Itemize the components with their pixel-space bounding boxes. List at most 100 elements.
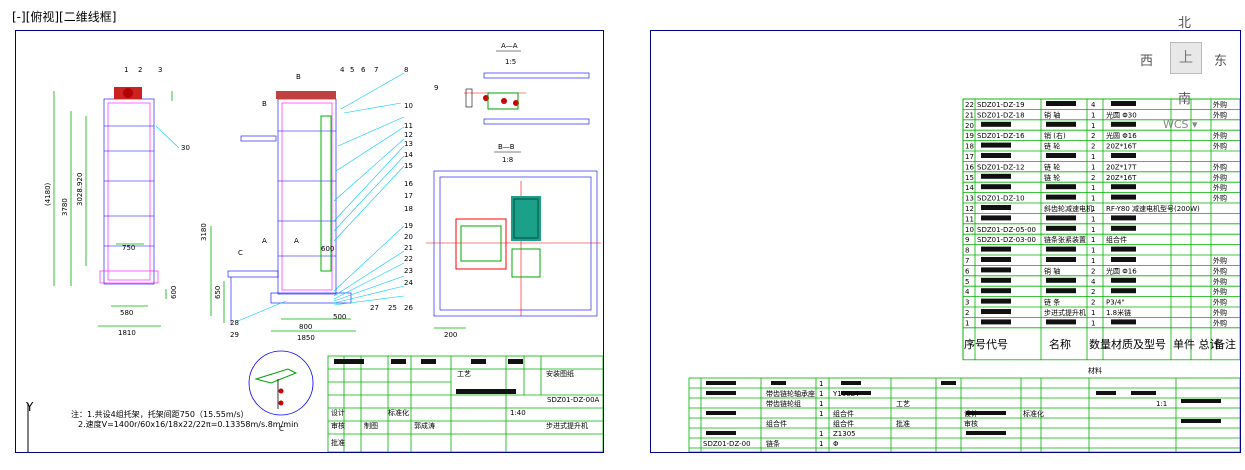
leader-label: 18 — [404, 205, 413, 213]
bom-qty: 1 — [1091, 215, 1095, 223]
bom-qty: 1 — [1091, 309, 1095, 317]
viewcube-top-face[interactable]: 上 — [1170, 42, 1202, 74]
leader-label: 17 — [404, 192, 413, 200]
drawing-sheet-left[interactable]: (4180) 3780 3028.920 1810 580 750 600 1 … — [15, 30, 604, 453]
section-title: B—B — [498, 143, 515, 151]
bom-no: 13 — [965, 195, 974, 203]
dim-label: 750 — [122, 244, 135, 252]
bom-qty: 1 — [1091, 195, 1095, 203]
bom-name: 链 条 — [1044, 298, 1060, 307]
view-mark: B — [296, 73, 301, 81]
bom-name: 链 轮 — [1044, 142, 1060, 151]
dim-label: 1810 — [118, 329, 136, 337]
bom-remark: 外购 — [1213, 173, 1227, 182]
bom-code: SDZ01-DZ-18 — [977, 111, 1025, 119]
svg-text:Y: Y — [25, 400, 34, 414]
title-cell: Y100L4 — [832, 390, 860, 398]
bom-remark: 外购 — [1213, 142, 1227, 151]
side-view: 3180 650 800 500 1850 600 A A C B B 4 5 … — [200, 66, 438, 342]
bom-no: 15 — [965, 174, 974, 182]
leader-label: 3 — [158, 66, 162, 74]
bom-header-cell: 材质及型号 — [1111, 337, 1166, 351]
bom-name: 步进式提升机 — [1044, 308, 1086, 317]
bom-code: SDZ01-DZ-10 — [977, 195, 1025, 203]
leader-label: 28 — [230, 319, 239, 327]
bom-no: 6 — [965, 267, 970, 275]
leader-label: 13 — [404, 140, 413, 148]
bom-no: 14 — [965, 184, 974, 192]
dim-label: 600 — [170, 286, 178, 299]
note-line-2: 2.速度V=1400r/60x16/18x22/22π=0.13358m/s.8… — [78, 420, 299, 429]
leader-label: 10 — [404, 102, 413, 110]
section-scale: 1:8 — [502, 156, 513, 164]
bom-no: 18 — [965, 143, 974, 151]
viewcube-north[interactable]: 北 — [1178, 16, 1192, 31]
bom-code: SDZ01-DZ-03-00 — [977, 236, 1036, 244]
viewcube-south[interactable]: 南 — [1178, 92, 1192, 107]
bom-remark: 外购 — [1213, 277, 1227, 286]
material-label: 材料 — [1088, 366, 1102, 375]
wcs-menu[interactable]: WCS ▾ — [1163, 118, 1198, 131]
title-cell: 1 — [819, 380, 823, 388]
bom-qty: 1 — [1091, 184, 1095, 192]
bom-code: SDZ01-DZ-19 — [977, 101, 1025, 109]
bom-remark: 外购 — [1213, 266, 1227, 275]
dim-label: 500 — [333, 313, 346, 321]
title-cell: SDZ01-DZ-00A — [547, 396, 600, 404]
bom-no: 4 — [965, 288, 970, 296]
bom-no: 5 — [965, 278, 969, 286]
bom-qty: 2 — [1091, 174, 1095, 182]
bom-name: 斜齿轮减速电机 — [1044, 204, 1093, 213]
leader-label: 14 — [404, 151, 413, 159]
dim-label: (4180) — [44, 182, 52, 206]
view-mark: B — [262, 100, 267, 108]
bom-header-cell: 序号 — [964, 337, 986, 351]
bom-remark: 外购 — [1213, 298, 1227, 307]
bom-mat: 光圆 Φ16 — [1106, 131, 1137, 140]
bom-qty: 1 — [1091, 153, 1095, 161]
dim-label: 3780 — [61, 198, 69, 216]
title-cell: Φ — [833, 440, 839, 448]
title-cell: SDZ01-DZ-00 — [703, 440, 751, 448]
right-title-block: 带齿链轮轴承座 带齿链轮组 组合件 链条 SDZ01-DZ-00 1 1 1 1… — [688, 377, 1240, 452]
title-cell: 审核 — [331, 421, 345, 430]
leader-label: 2 — [138, 66, 142, 74]
bom-no: 20 — [965, 122, 974, 130]
title-cell: 1 — [819, 400, 823, 408]
leader-label: 5 — [350, 66, 354, 74]
ucs-axis-icon: Y X — [25, 400, 34, 452]
leader-label: 6 — [361, 66, 366, 74]
bom-qty: 1 — [1091, 226, 1095, 234]
title-cell: 步进式提升机 — [546, 421, 588, 430]
viewcube-west[interactable]: 西 — [1140, 54, 1154, 69]
dim-label: 600 — [321, 245, 334, 253]
leader-label: 23 — [404, 267, 413, 275]
view-mark: C — [279, 425, 284, 433]
viewport-label[interactable]: [-][俯视][二维线框] — [12, 10, 117, 24]
title-cell: 1 — [819, 390, 823, 398]
title-cell: 郭成涛 — [414, 421, 435, 430]
bom-mat: 组合件 — [1106, 235, 1127, 244]
title-cell: 1:1 — [1156, 400, 1167, 408]
dim-label: 800 — [299, 323, 312, 331]
viewcube-east[interactable]: 东 — [1214, 54, 1228, 69]
bom-remark: 外购 — [1213, 131, 1227, 140]
leader-label: 9 — [434, 84, 438, 92]
leader-label: 24 — [404, 279, 413, 287]
bom-qty: 1 — [1091, 247, 1095, 255]
title-cell: Z1305 — [833, 430, 856, 438]
bom-qty: 2 — [1091, 288, 1095, 296]
dim-label: 580 — [120, 309, 133, 317]
title-cell: 组合件 — [833, 419, 854, 428]
